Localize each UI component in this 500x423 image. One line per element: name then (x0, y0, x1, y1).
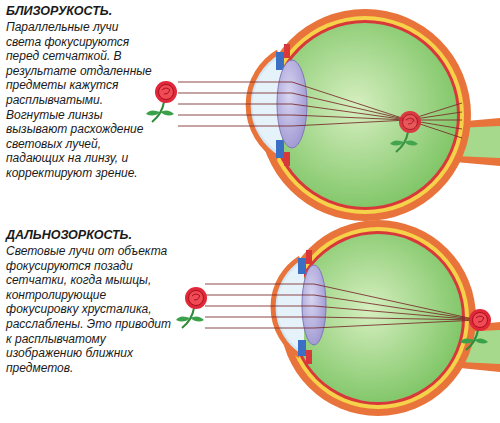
heading: БЛИЗОРУКОСТЬ. (6, 4, 156, 19)
eye-hyperopia (176, 220, 500, 416)
heading: ДАЛЬНОЗОРКОСТЬ. (6, 228, 178, 243)
description: Параллельные лучи света фокусируются пер… (6, 20, 156, 181)
eye-myopia (146, 9, 500, 221)
description: Световые лучи от объекта фокусируются по… (6, 244, 178, 375)
